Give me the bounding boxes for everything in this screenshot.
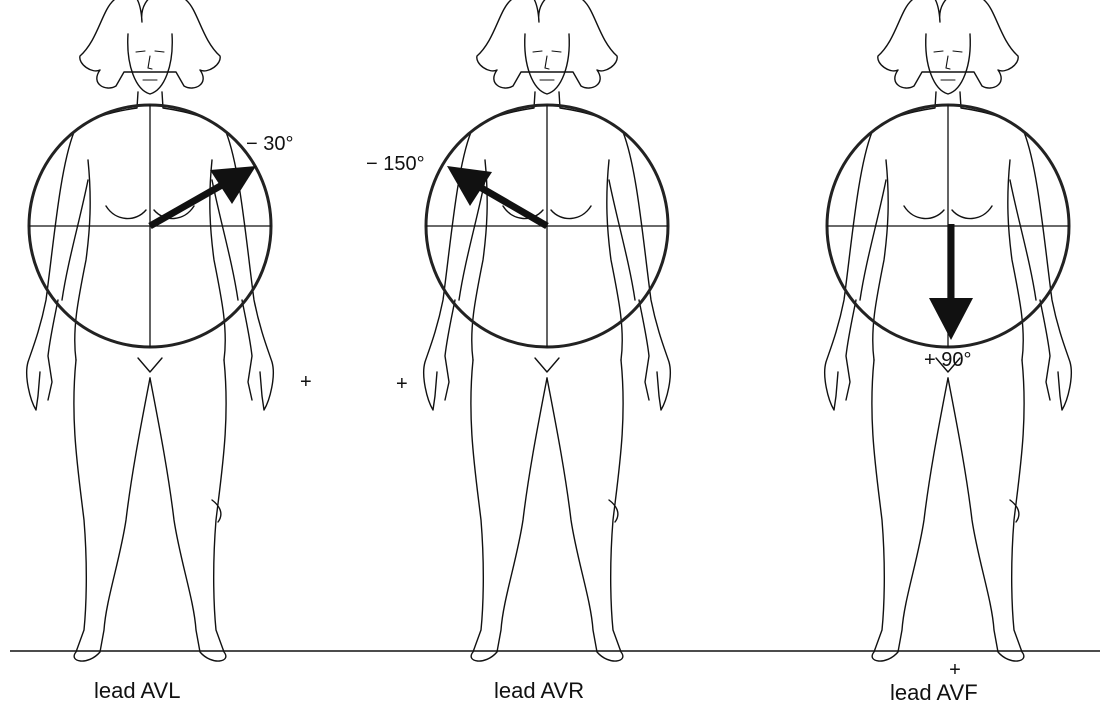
lead-vector-avr <box>478 186 547 226</box>
lead-label-avf: lead AVF <box>890 680 978 705</box>
arrowhead-avf <box>929 298 973 340</box>
plus-sign-avf: + <box>949 659 961 681</box>
angle-label-avl: − 30° <box>246 133 293 155</box>
figure-avr: − 150° + lead AVR <box>366 0 670 703</box>
lead-label-avl: lead AVL <box>94 678 180 703</box>
lead-label-avr: lead AVR <box>494 678 584 703</box>
plus-sign-avr: + <box>396 373 408 395</box>
figure-avl: − 30° + lead AVL <box>27 0 312 703</box>
figure-avf: + 90° + lead AVF <box>825 0 1072 705</box>
arrowhead-avr <box>447 166 492 206</box>
angle-label-avr: − 150° <box>366 153 425 175</box>
angle-label-avf: + 90° <box>924 349 971 371</box>
lead-vector-avl <box>150 185 222 226</box>
plus-sign-avl: + <box>300 371 312 393</box>
